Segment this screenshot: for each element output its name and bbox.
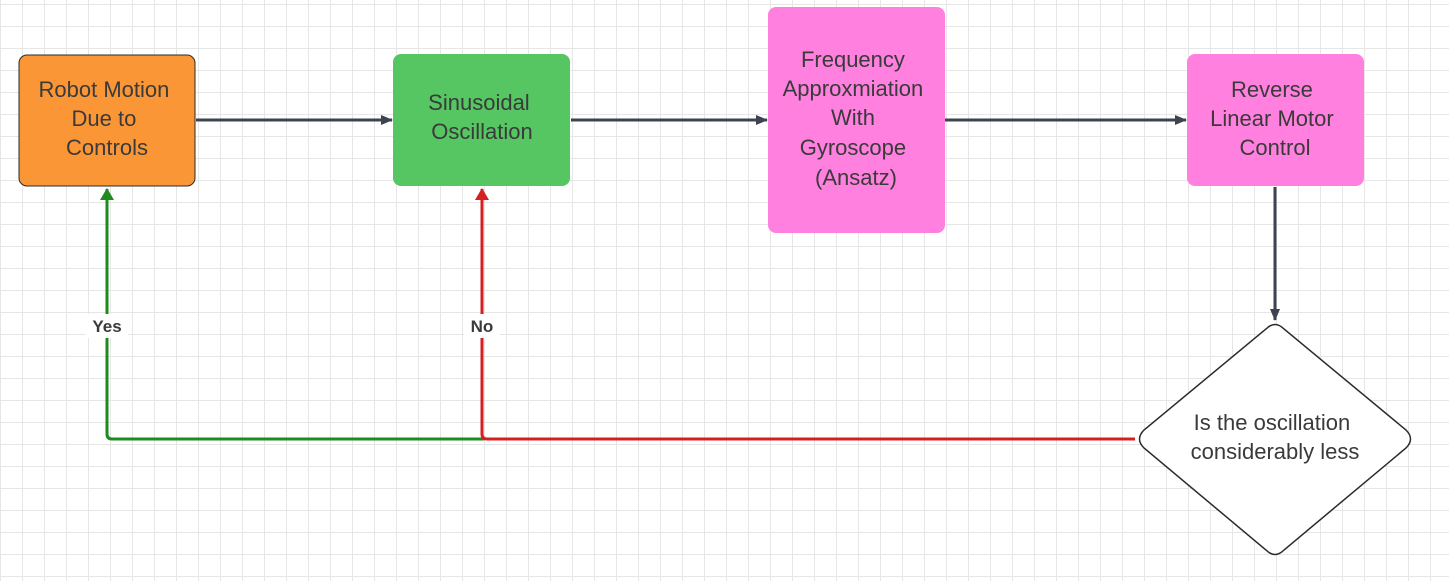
- node-reverse[interactable]: Reverse Linear Motor Control: [1187, 54, 1364, 186]
- svg-text:Reverse Linear Motor: Reverse Linear Motor Control: [1210, 77, 1340, 160]
- svg-text:Sinusoidal Oscillation: Sinusoidal Oscillation: [428, 90, 536, 144]
- node-frequency[interactable]: Frequency Approxmiation With Gyroscope (…: [768, 7, 945, 233]
- node-frequency-line-4: Gyroscope: [800, 135, 906, 160]
- svg-text:Robot Motion Due to: Robot Motion Due to Controls: [39, 77, 176, 160]
- node-reverse-line-3: Control: [1240, 135, 1311, 160]
- yes-label-bg: [86, 314, 128, 338]
- node-decision-line-1: Is the oscillation: [1194, 410, 1351, 435]
- svg-text:Frequency Approxmiation: Frequency Approxmiation With Gyroscope (…: [783, 47, 930, 190]
- svg-text:Is the oscillation consi: Is the oscillation considerably less: [1191, 410, 1360, 464]
- node-sinusoidal[interactable]: Sinusoidal Oscillation: [393, 54, 570, 186]
- node-frequency-line-1: Frequency: [801, 47, 905, 72]
- no-label: No: [471, 317, 494, 336]
- node-robot-motion-line-3: Controls: [66, 135, 148, 160]
- node-reverse-line-1: Reverse: [1231, 77, 1313, 102]
- node-sinusoidal-line-2: Oscillation: [431, 119, 532, 144]
- node-decision-line-2: considerably less: [1191, 439, 1360, 464]
- no-label-bg: [464, 314, 500, 338]
- edge-no: [475, 188, 1135, 441]
- node-frequency-line-3: With: [831, 105, 875, 130]
- node-robot-motion[interactable]: Robot Motion Due to Controls: [18, 54, 196, 187]
- node-sinusoidal-line-1: Sinusoidal: [428, 90, 530, 115]
- node-decision[interactable]: Is the oscillation considerably less: [1138, 323, 1412, 556]
- node-robot-motion-line-1: Robot Motion: [39, 77, 170, 102]
- node-robot-motion-line-2: Due to: [72, 106, 137, 131]
- node-reverse-line-2: Linear Motor: [1210, 106, 1334, 131]
- node-frequency-line-2: Approxmiation: [783, 76, 924, 101]
- edge-yes: [100, 188, 484, 441]
- node-frequency-line-5: (Ansatz): [815, 165, 897, 190]
- yes-label: Yes: [92, 317, 121, 336]
